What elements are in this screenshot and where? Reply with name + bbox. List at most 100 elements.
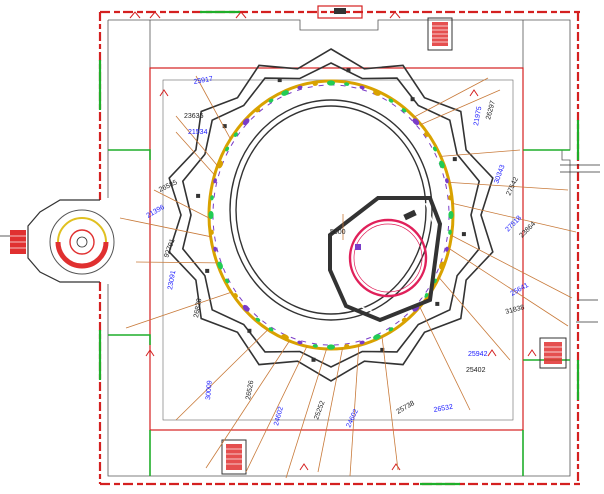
center-label: 5000 xyxy=(330,229,346,236)
label-l23: 30343 xyxy=(493,164,506,185)
magnet xyxy=(424,132,429,137)
magnet xyxy=(255,108,261,113)
magnet xyxy=(217,261,223,270)
beam-line xyxy=(285,348,327,479)
label-l10: 26526 xyxy=(245,380,255,400)
label-l4: 26585 xyxy=(158,179,179,194)
magnet xyxy=(281,334,289,340)
magnet xyxy=(344,344,350,348)
beamline-port xyxy=(461,232,466,237)
door-symbols xyxy=(129,11,537,471)
label-l9: 30009 xyxy=(205,380,214,400)
label-l19: 25641 xyxy=(510,282,530,298)
inner-concrete-ring xyxy=(229,99,433,321)
magnet xyxy=(268,98,274,103)
beam-line xyxy=(119,217,211,238)
beam-line xyxy=(205,340,290,469)
label-l1: 25917 xyxy=(193,76,213,86)
magnet xyxy=(412,118,420,126)
beam-line xyxy=(245,346,308,473)
external-lines xyxy=(0,164,600,323)
magnet xyxy=(401,108,407,113)
label-l13: 24602 xyxy=(345,408,360,429)
stair-top xyxy=(427,17,453,51)
label-l12: 25252 xyxy=(313,400,326,421)
outer-wall-green-segments xyxy=(98,10,580,486)
magnet xyxy=(327,344,335,350)
magnet xyxy=(312,82,318,86)
label-l20: 23864 xyxy=(518,221,537,240)
ring-shielding xyxy=(168,48,494,382)
entrance-top xyxy=(317,5,363,19)
magnet xyxy=(268,327,274,332)
beamline-port xyxy=(435,301,440,306)
magnet xyxy=(344,82,350,86)
beamline-port xyxy=(277,78,282,83)
dimension-labels: 25917 23635 21534 26585 21396 92791 2309… xyxy=(146,76,538,429)
magnet xyxy=(213,246,217,252)
beamline-port xyxy=(222,124,227,129)
magnet xyxy=(312,344,318,348)
magnet xyxy=(327,80,335,86)
beamline-port xyxy=(247,328,252,333)
label-l7: 23091 xyxy=(167,270,177,290)
magnet xyxy=(373,90,381,96)
beam-line xyxy=(449,182,569,191)
beam-line xyxy=(175,131,215,176)
magnet xyxy=(233,293,238,298)
magnet xyxy=(448,229,452,235)
magnet xyxy=(424,293,429,298)
magnet xyxy=(448,195,452,201)
center-marker: 5000 xyxy=(330,214,346,240)
beamline-port xyxy=(205,268,210,273)
label-l11: 24602 xyxy=(273,406,285,427)
beamline-port xyxy=(311,357,316,362)
magnet xyxy=(388,98,394,103)
magnet xyxy=(242,304,250,312)
magnet xyxy=(297,340,303,345)
stair-right xyxy=(539,337,567,369)
beamline-port xyxy=(410,97,415,102)
magnet xyxy=(439,160,445,169)
beam-line xyxy=(153,189,210,219)
magnet xyxy=(445,246,449,252)
beam-line xyxy=(451,235,573,299)
label-l3: 21534 xyxy=(188,129,208,136)
corridor-outline xyxy=(107,19,571,477)
magnet xyxy=(213,178,217,184)
beam-line xyxy=(349,345,360,477)
label-l15: 26532 xyxy=(433,404,453,414)
shielding-boundary xyxy=(149,67,524,431)
beamline-port xyxy=(346,68,351,73)
label-l14: 25738 xyxy=(396,400,416,416)
magnet xyxy=(448,211,454,219)
magnet xyxy=(210,195,214,201)
magnet xyxy=(233,132,238,137)
side-rooms xyxy=(108,149,570,476)
label-l17: 25942 xyxy=(468,351,488,358)
magnet xyxy=(432,146,437,152)
beamline-port xyxy=(380,347,385,352)
label-l8: 26828 xyxy=(193,298,203,318)
beam-line xyxy=(175,115,218,167)
beam-line xyxy=(175,329,269,421)
beam-line xyxy=(414,77,489,118)
magnet xyxy=(225,146,230,152)
label-l6: 92791 xyxy=(163,238,176,259)
magnet xyxy=(208,211,214,219)
beam-line xyxy=(195,75,231,140)
label-l18: 31838 xyxy=(505,304,526,316)
beamline-port xyxy=(452,157,457,162)
magnet xyxy=(439,261,445,270)
beam-line xyxy=(419,306,471,411)
magnet xyxy=(445,178,449,184)
left-stair-tower xyxy=(10,199,115,283)
beam-line xyxy=(381,336,399,471)
magnet xyxy=(388,327,394,332)
label-l24: 26297 xyxy=(485,100,497,121)
beam-line xyxy=(448,248,569,327)
beam-line xyxy=(135,261,218,264)
magnet xyxy=(297,85,303,90)
